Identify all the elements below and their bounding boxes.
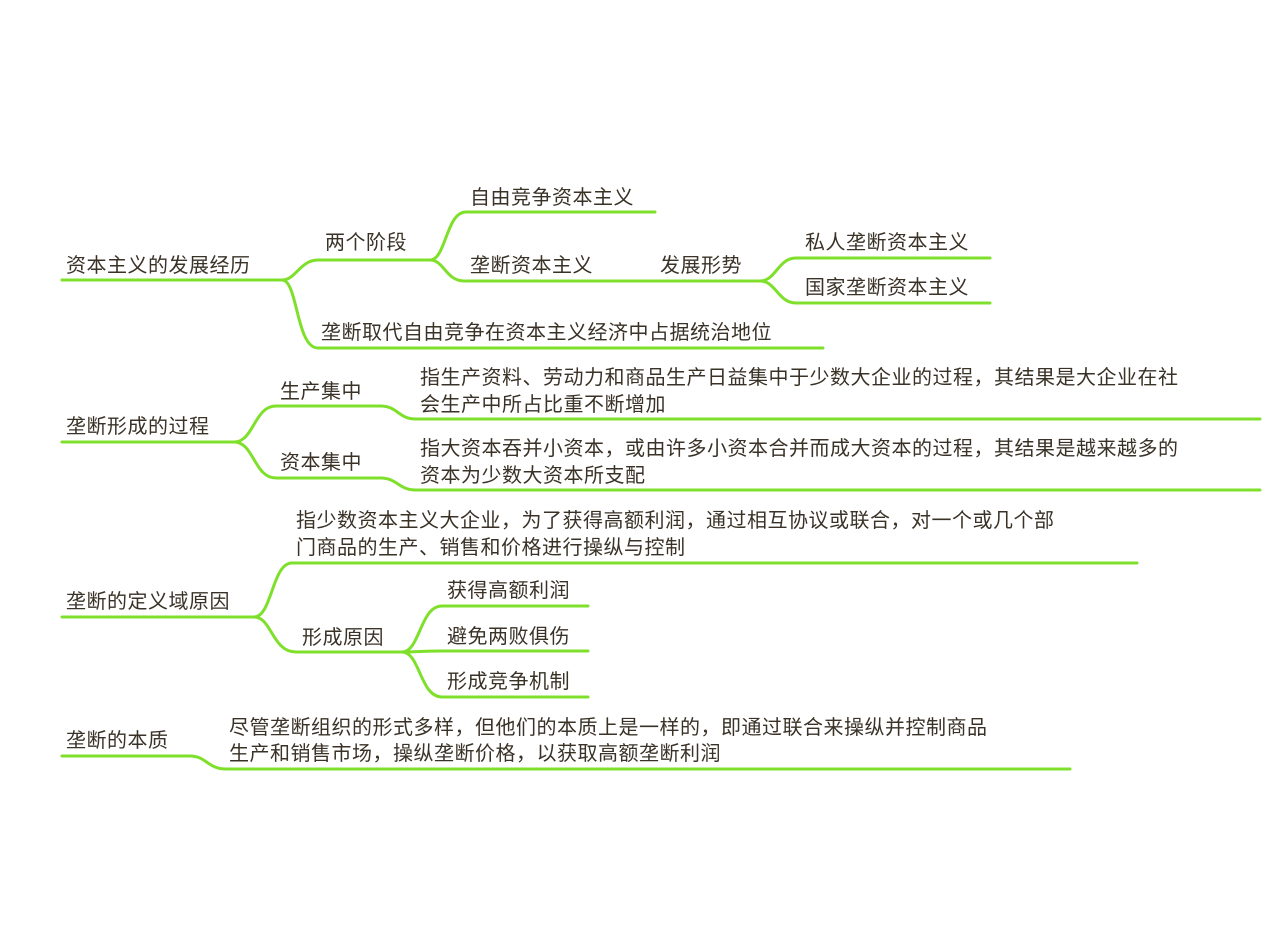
underline-s4-desc bbox=[188, 754, 1072, 771]
underline-s2-capital bbox=[232, 440, 382, 480]
s1-trend-node: 发展形势 bbox=[660, 253, 742, 277]
branch-s1-stages bbox=[280, 258, 432, 282]
underline-s3-reasons bbox=[252, 615, 404, 654]
s2-production-node: 生产集中 bbox=[280, 379, 362, 403]
s4-essence-line1: 尽管垄断组织的形式多样，但他们的本质上是一样的，即通过联合来操纵并控制商品 bbox=[229, 715, 988, 739]
underline-s1-free bbox=[428, 210, 657, 262]
s1-stages-node: 两个阶段 bbox=[325, 230, 407, 254]
underline-s2-prod-desc bbox=[378, 404, 1262, 421]
s2-production-desc-line2: 会生产中所占比重不断增加 bbox=[420, 392, 666, 416]
s3-reason-profit: 获得高额利润 bbox=[447, 578, 570, 602]
s3-reasons-node: 形成原因 bbox=[302, 625, 384, 649]
s2-capital-desc-line1: 指大资本吞并小资本，或由许多小资本合并而成大资本的过程，其结果是越来越多的 bbox=[420, 436, 1179, 460]
underline-s1-state bbox=[758, 279, 992, 305]
s3-definition-line2: 门商品的生产、销售和价格进行操纵与控制 bbox=[296, 535, 686, 559]
s1-private-monopoly-node: 私人垄断资本主义 bbox=[805, 230, 969, 254]
underline-s3-r2 bbox=[400, 649, 590, 654]
underline-s2-prod bbox=[232, 404, 382, 444]
s4-essence-line2: 生产和销售市场，操纵垄断价格，以获取高额垄断利润 bbox=[229, 741, 721, 765]
s1-root-topic: 资本主义的发展经历 bbox=[66, 253, 251, 277]
s2-root-topic: 垄断形成的过程 bbox=[66, 414, 210, 438]
s3-definition-line1: 指少数资本主义大企业，为了获得高额利润，通过相互协议或联合，对一个或几个部 bbox=[296, 508, 1055, 532]
s4-root-topic: 垄断的本质 bbox=[66, 728, 169, 752]
underline-s1-replace bbox=[280, 278, 825, 350]
s1-state-monopoly-node: 国家垄断资本主义 bbox=[805, 275, 969, 299]
s2-capital-node: 资本集中 bbox=[280, 450, 362, 474]
underline-s3-r1 bbox=[400, 604, 590, 654]
s3-root-topic: 垄断的定义域原因 bbox=[66, 589, 230, 613]
s3-reason-avoid-loss: 避免两败俱伤 bbox=[447, 624, 570, 648]
s1-replace-node: 垄断取代自由竞争在资本主义经济中占据统治地位 bbox=[321, 320, 772, 344]
s2-production-desc-line1: 指生产资料、劳动力和商品生产日益集中于少数大企业的过程，其结果是大企业在社 bbox=[420, 365, 1179, 389]
underline-s3-def bbox=[252, 561, 1139, 619]
s1-free-competition-node: 自由竞争资本主义 bbox=[470, 185, 634, 209]
s2-capital-desc-line2: 资本为少数大资本所支配 bbox=[420, 463, 646, 487]
underline-s3-r3 bbox=[400, 650, 590, 699]
s3-reason-competition: 形成竞争机制 bbox=[447, 669, 570, 693]
s1-monopoly-node: 垄断资本主义 bbox=[470, 253, 593, 277]
underline-s1-monopoly bbox=[428, 258, 762, 283]
underline-s2-cap-desc bbox=[378, 476, 1262, 492]
